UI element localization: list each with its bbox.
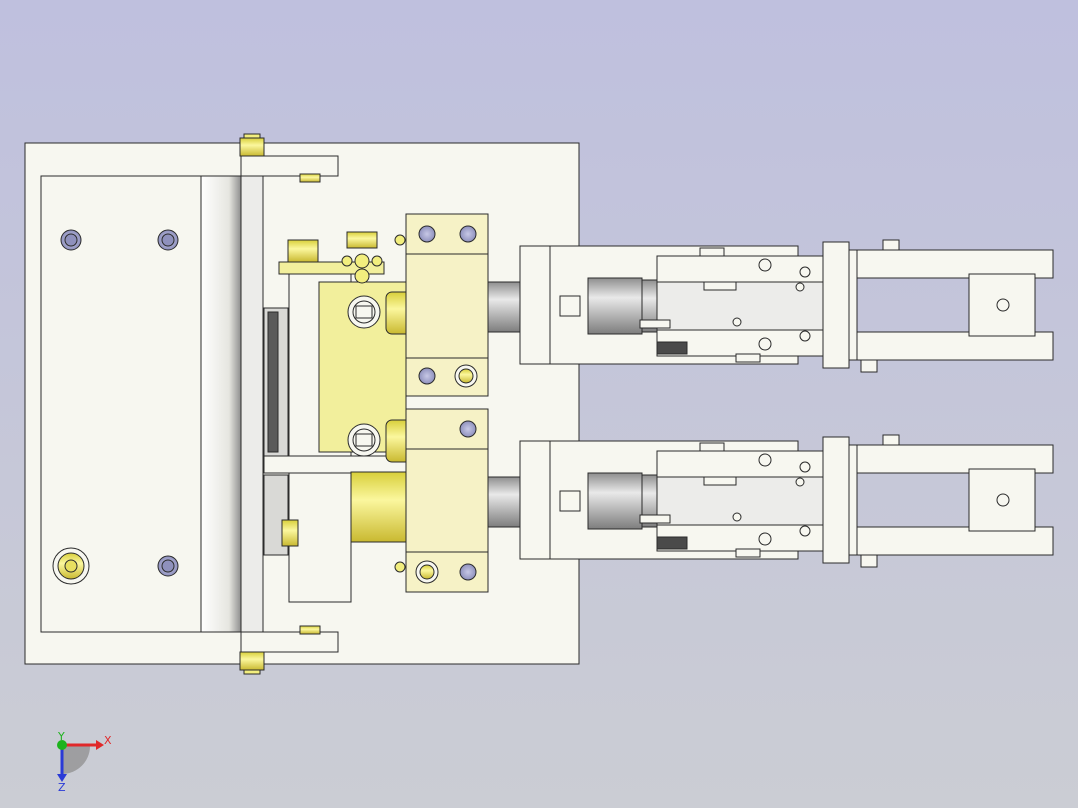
x-axis-label: X (104, 734, 112, 747)
gripper-lower-part (587, 472, 643, 530)
top-bolt-part (239, 137, 265, 157)
gripper-upper-part (795, 282, 805, 292)
y-axis-label: Y (57, 730, 65, 743)
z-axis-label: Z (58, 781, 66, 794)
gripper-upper-part (656, 341, 688, 355)
gripper-upper-part (882, 239, 900, 251)
gripper-lower-part (795, 477, 805, 487)
gripper-lower-part (799, 461, 811, 473)
gripper-lower-part (856, 526, 1054, 556)
top-fittings-part (341, 255, 353, 267)
mounting-holes (52, 229, 179, 585)
top-fittings-part (394, 234, 406, 246)
top-fittings-part (287, 239, 319, 263)
top-fittings-part (354, 253, 370, 269)
clamp-block-upper-part (418, 367, 436, 385)
bottom-bolt-part (239, 651, 265, 671)
pneumatic-fitting-upper-part (355, 305, 373, 319)
gripper-lower-part (822, 436, 850, 564)
gripper-lower-part (732, 512, 742, 522)
gripper-upper-part (656, 255, 824, 283)
gripper-lower-part (735, 548, 761, 558)
gripper-lower-part (758, 453, 772, 467)
top-bolt (239, 133, 321, 183)
top-fittings-part (394, 561, 406, 573)
cylinder-lower (350, 471, 407, 543)
gripper-upper-part (758, 258, 772, 272)
gripper-upper-part (735, 353, 761, 363)
clamp-block-lower-part (459, 420, 477, 438)
bottom-bolt-part (243, 669, 261, 675)
clamp-block-upper-part (418, 225, 436, 243)
axis-triad[interactable]: X Y Z (57, 730, 112, 794)
gripper-lower-part (799, 525, 811, 537)
top-fittings-part (371, 255, 383, 267)
clamp-block-lower (405, 408, 489, 593)
gripper-upper-part (848, 249, 858, 361)
gripper-upper-part (699, 247, 725, 257)
top-bracket (240, 155, 339, 177)
gripper-upper-part (758, 337, 772, 351)
gripper-lower-part (996, 493, 1010, 507)
mounting-holes-part (64, 233, 78, 247)
top-bolt-part (243, 133, 261, 139)
gripper-lower-part (860, 554, 878, 568)
top-bolt-part (299, 173, 321, 183)
clamp-block-lower-part (459, 563, 477, 581)
clamp-block-lower-part (405, 408, 489, 593)
piston-rod-upper (487, 281, 523, 333)
gripper-upper (519, 239, 1054, 373)
gripper-upper-part (856, 249, 1054, 279)
pneumatic-fitting-lower-part (355, 433, 373, 447)
gripper-lower-part (699, 442, 725, 452)
bottom-bracket (240, 631, 339, 653)
mounting-plate-edge (200, 175, 242, 633)
gripper-lower-part (856, 444, 1054, 474)
gripper-upper-part (860, 359, 878, 373)
gripper-lower-part (703, 476, 737, 486)
mounting-holes-part (161, 559, 175, 573)
top-fittings (281, 231, 406, 573)
clamp-block-lower-part (419, 564, 435, 580)
clamp-block-upper (405, 213, 489, 397)
clamp-block-upper-part (459, 225, 477, 243)
gripper-lower-part (656, 536, 688, 550)
gripper-lower (519, 434, 1054, 568)
gripper-lower-part (559, 490, 581, 512)
vertical-rail (240, 149, 264, 651)
mounting-holes-part (161, 233, 175, 247)
gripper-lower-part (848, 444, 858, 556)
gripper-upper-part (996, 298, 1010, 312)
top-fittings-part (346, 231, 378, 249)
gripper-upper-part (799, 330, 811, 342)
bottom-bolt-part (299, 625, 321, 635)
gripper-lower-part (656, 450, 824, 478)
triad-quadrant (62, 746, 90, 774)
top-fittings-part (354, 268, 370, 284)
gripper-upper-part (587, 277, 643, 335)
bottom-bolt (239, 625, 321, 675)
slide-guide-inner (267, 311, 279, 453)
gripper-upper-part (559, 295, 581, 317)
gripper-upper-part (799, 266, 811, 278)
gripper-upper-part (822, 241, 850, 369)
top-fittings-part (281, 519, 299, 547)
gripper-lower-part (882, 434, 900, 446)
clamp-block-upper-part (458, 368, 474, 384)
gripper-lower-part (758, 532, 772, 546)
y-axis-dot (57, 740, 67, 750)
gripper-upper-part (732, 317, 742, 327)
gripper-upper-part (703, 281, 737, 291)
gripper-upper-part (639, 319, 671, 329)
gripper-upper-part (856, 331, 1054, 361)
z-axis-arrowhead (57, 774, 67, 782)
piston-rod-lower (487, 476, 523, 528)
mounting-holes-part (64, 559, 78, 573)
x-axis-arrowhead (96, 740, 104, 750)
gripper-lower-part (639, 514, 671, 524)
clamp-block-upper-part (405, 213, 489, 397)
